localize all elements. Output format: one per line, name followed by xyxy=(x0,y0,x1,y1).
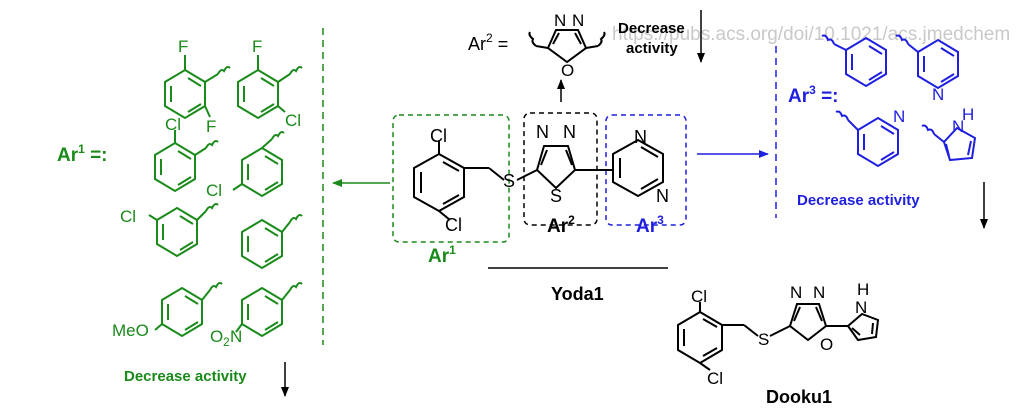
oxadiazole-structure xyxy=(528,29,606,64)
pyrrole-h-label: H xyxy=(962,105,974,124)
ar2-label: Ar2 xyxy=(547,213,575,237)
ar3-eq-label: Ar3 =: xyxy=(788,83,839,107)
nitro-sub-label: 2 xyxy=(223,335,230,349)
dooku-cl-top: Cl xyxy=(691,287,707,306)
watermark-url: https://pubs.acs.org/doi/10.1021/acs.jme… xyxy=(612,24,1011,45)
pyz-n2-label: N xyxy=(656,186,669,206)
f-label: F xyxy=(178,37,188,56)
ar1-box xyxy=(392,114,510,243)
dooku-s-label: S xyxy=(758,330,769,349)
cl-label: Cl xyxy=(120,207,136,226)
oxa-n2-label: N xyxy=(572,11,584,30)
s-ring-label: S xyxy=(550,186,562,206)
ar1-eq-label: Ar1 =: xyxy=(57,142,108,166)
ar2-eq-label: Ar2 = xyxy=(468,31,508,54)
dooku-cl-bottom: Cl xyxy=(707,369,723,388)
cl-label: Cl xyxy=(206,181,222,200)
oxa-n1-label: N xyxy=(554,11,566,30)
pyr2-n-label: N xyxy=(893,107,905,126)
cl-label: Cl xyxy=(165,115,181,134)
top-decrease-line1: Decrease xyxy=(618,20,685,37)
f-label: F xyxy=(252,37,262,56)
cl-label: Cl xyxy=(285,111,301,130)
pyr3-n-label: N xyxy=(932,85,944,104)
dooku-n1-label: N xyxy=(790,283,802,302)
yoda1-name: Yoda1 xyxy=(551,284,604,304)
dooku-o-label: O xyxy=(820,335,833,354)
dooku1-name: Dooku1 xyxy=(766,387,832,407)
s-link-label: S xyxy=(503,171,515,191)
ar1-structures xyxy=(148,55,303,338)
n1-label: N xyxy=(536,122,549,142)
nitro-n-label: N xyxy=(230,327,242,346)
top-decrease-line2: activity xyxy=(626,40,678,57)
dooku-n2-label: N xyxy=(813,283,825,302)
dooku1-structure xyxy=(677,302,880,371)
pyz-n1-label: N xyxy=(634,127,647,147)
cl-top-label: Cl xyxy=(430,126,447,146)
yoda1-structure xyxy=(413,138,664,221)
ar3-structures xyxy=(821,34,977,168)
pyrrole-n-label: N xyxy=(952,117,964,136)
nitro-o-label: O xyxy=(210,327,223,346)
oxa-o-label: O xyxy=(561,61,574,80)
dooku-pyrrole-h: H xyxy=(857,280,869,299)
f-label: F xyxy=(206,117,216,136)
ar1-label: Ar1 xyxy=(428,243,456,267)
dooku-pyrrole-n: N xyxy=(855,298,867,317)
ar3-label: Ar3 xyxy=(636,213,664,237)
left-decrease-activity: Decrease activity xyxy=(124,368,247,385)
n2-label: N xyxy=(563,122,576,142)
cl-bottom-label: Cl xyxy=(445,215,462,235)
right-decrease-activity: Decrease activity xyxy=(797,192,920,209)
meo-label: MeO xyxy=(112,321,149,340)
